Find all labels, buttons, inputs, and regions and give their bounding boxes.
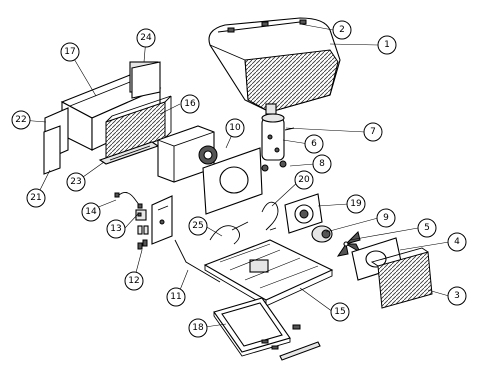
callout-2: 2	[332, 20, 352, 40]
part-ceiling-frame	[213, 297, 291, 357]
callout-15: 15	[330, 302, 350, 322]
part-wire-loop	[261, 201, 279, 231]
callout-7-label: 7	[370, 127, 376, 137]
callout-15-label: 15	[334, 307, 345, 317]
callout-9: 9	[376, 208, 396, 228]
callout-3-label: 3	[454, 291, 460, 301]
callout-10: 10	[225, 118, 245, 138]
callout-6-label: 6	[311, 139, 317, 149]
callout-3: 3	[447, 286, 467, 306]
callout-1: 1	[377, 35, 397, 55]
callout-18: 18	[188, 318, 208, 338]
part-power-cable	[174, 239, 221, 283]
callout-21: 21	[26, 188, 46, 208]
callout-11: 11	[166, 287, 186, 307]
callout-1-label: 1	[384, 40, 390, 50]
callout-14-label: 14	[85, 207, 97, 217]
part-left-panels	[43, 107, 69, 175]
callout-23-label: 23	[70, 177, 81, 187]
part-small-components	[135, 209, 149, 250]
part-control-bracket	[151, 195, 173, 245]
callout-4: 4	[447, 232, 467, 252]
part-blower-housing	[157, 125, 218, 183]
callout-24-label: 24	[140, 33, 152, 43]
callout-19: 19	[346, 194, 366, 214]
callout-13-label: 13	[110, 224, 121, 234]
callout-2-label: 2	[339, 25, 345, 35]
callout-18-label: 18	[192, 323, 204, 333]
callout-10-label: 10	[229, 123, 241, 133]
callout-16: 16	[180, 94, 200, 114]
callout-12-label: 12	[128, 276, 139, 286]
callout-25: 25	[188, 216, 208, 236]
part-clips-strip	[261, 324, 321, 361]
callout-11-label: 11	[170, 292, 181, 302]
callout-24: 24	[136, 28, 156, 48]
callout-21-label: 21	[30, 193, 41, 203]
callout-22-label: 22	[15, 115, 26, 125]
callout-6: 6	[304, 134, 324, 154]
callout-17-label: 17	[64, 47, 75, 57]
callout-20-label: 20	[298, 175, 310, 185]
callout-9-label: 9	[383, 213, 389, 223]
callout-16-label: 16	[184, 99, 196, 109]
callout-23: 23	[66, 172, 86, 192]
callout-7: 7	[363, 122, 383, 142]
callout-12: 12	[124, 271, 144, 291]
part-wire-harness	[114, 192, 143, 209]
callout-8: 8	[312, 154, 332, 174]
part-condenser-coil	[370, 247, 433, 309]
part-compressor	[261, 103, 295, 172]
callout-22: 22	[11, 110, 31, 130]
part-base-pan	[203, 239, 334, 307]
part-capillary-tube	[209, 221, 249, 245]
callout-8-label: 8	[319, 159, 325, 169]
callout-20: 20	[294, 170, 314, 190]
callout-19-label: 19	[350, 199, 362, 209]
callout-4-label: 4	[454, 237, 460, 247]
callout-13: 13	[106, 219, 126, 239]
callout-5: 5	[417, 218, 437, 238]
part-fan-shroud	[284, 193, 323, 234]
callout-17: 17	[60, 42, 80, 62]
part-side-panel-small	[131, 61, 161, 99]
callout-14: 14	[81, 202, 101, 222]
part-bulkhead-plate	[202, 147, 263, 215]
part-shroud	[208, 17, 341, 113]
part-fan-motor	[311, 225, 333, 243]
callout-25-label: 25	[192, 221, 203, 231]
callout-5-label: 5	[424, 223, 430, 233]
